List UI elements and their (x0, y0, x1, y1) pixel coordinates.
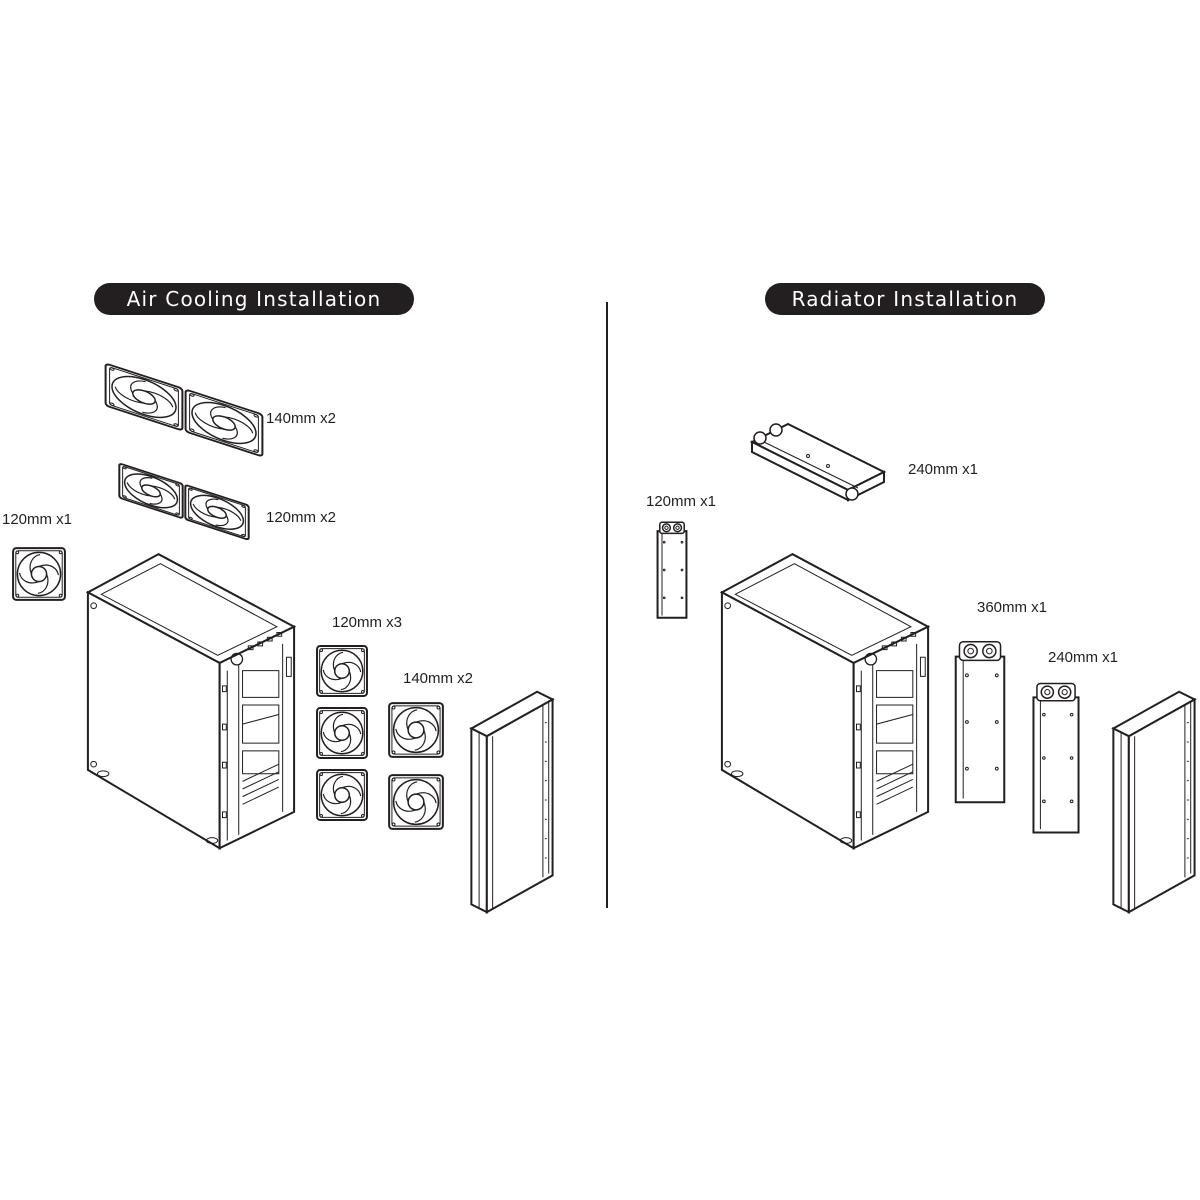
fan-icon (184, 388, 264, 458)
label-rad-rear-120: 120mm x1 (646, 493, 717, 510)
radiator-icon (954, 640, 1006, 804)
radiator-icon (1032, 682, 1080, 834)
fan-icon (118, 462, 184, 520)
fan-icon (388, 702, 444, 758)
fan-icon (316, 645, 368, 697)
fan-icon (104, 362, 184, 432)
air-front-140-fans (388, 702, 444, 830)
front-panel-icon (1112, 690, 1196, 914)
fan-icon (388, 774, 444, 830)
label-air-top-120: 120mm x2 (266, 509, 337, 526)
label-air-front-120: 120mm x3 (332, 614, 403, 631)
radiator-icon (750, 422, 886, 502)
pc-case-icon (720, 553, 930, 850)
air-front-120-fans (316, 645, 368, 821)
air-top-140-fans (104, 362, 264, 458)
section-divider (606, 302, 608, 908)
fan-icon (316, 769, 368, 821)
label-rad-front-360: 360mm x1 (977, 599, 1048, 616)
radiator-title: Radiator Installation (765, 283, 1045, 315)
label-air-top-140: 140mm x2 (266, 410, 337, 427)
air-cooling-title: Air Cooling Installation (94, 283, 414, 315)
fan-icon (12, 547, 66, 601)
label-air-front-140: 140mm x2 (403, 670, 474, 687)
radiator-icon (656, 521, 688, 619)
label-air-rear-120: 120mm x1 (2, 511, 73, 528)
fan-icon (184, 483, 250, 541)
air-top-120-fans (118, 462, 250, 541)
fan-icon (316, 707, 368, 759)
pc-case-icon (86, 553, 296, 850)
label-rad-top-240: 240mm x1 (908, 461, 979, 478)
front-panel-icon (470, 690, 554, 914)
label-rad-front-240: 240mm x1 (1048, 649, 1119, 666)
